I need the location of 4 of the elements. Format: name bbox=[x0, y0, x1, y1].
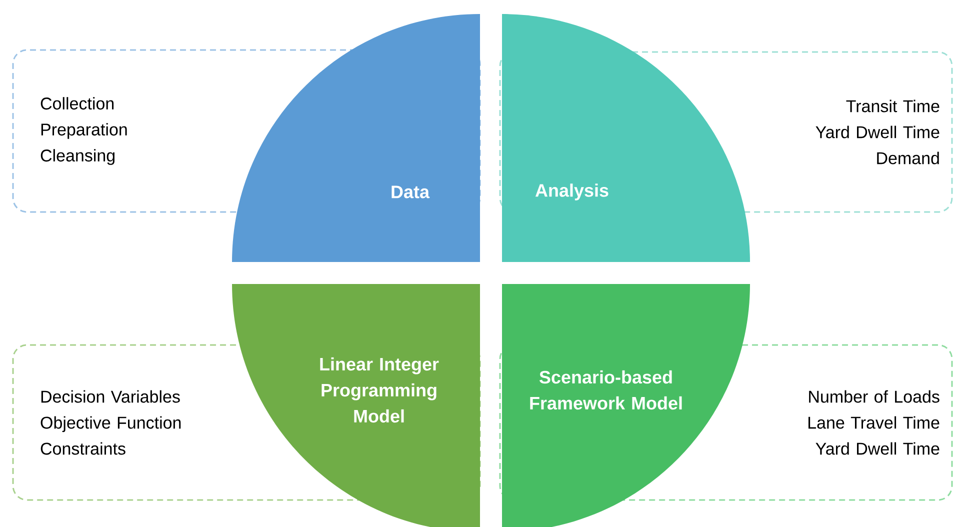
quadrant: Analysis bbox=[502, 14, 750, 262]
quadrant: Scenario-based Framework Model bbox=[502, 284, 750, 527]
quadrant: Linear Integer Programming Model bbox=[232, 284, 480, 527]
quadrant: Data bbox=[232, 14, 480, 262]
